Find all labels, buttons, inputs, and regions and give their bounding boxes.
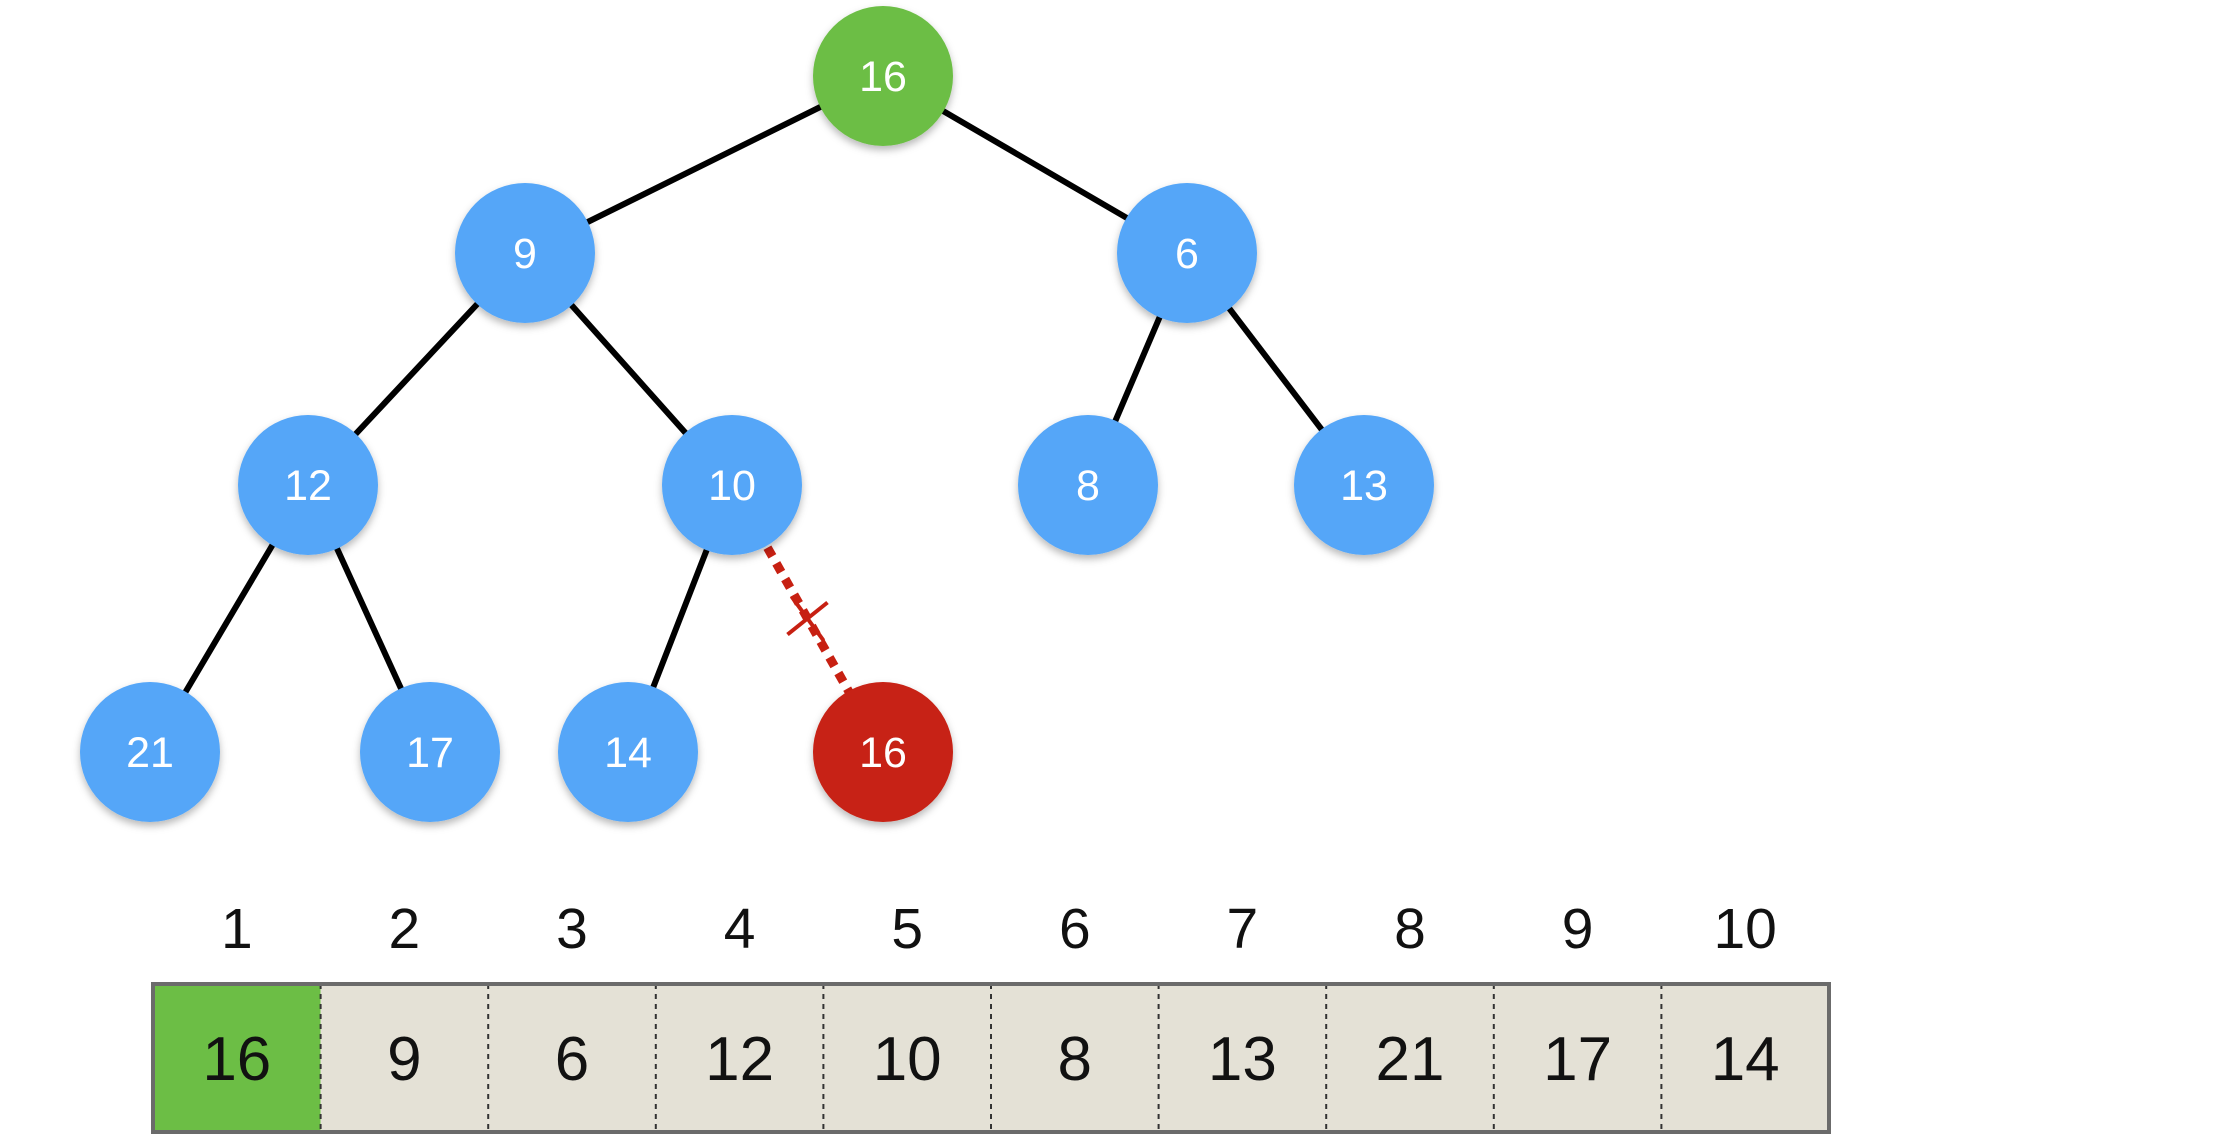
array-value: 13 xyxy=(1208,1025,1277,1094)
array-index: 3 xyxy=(556,897,588,961)
tree-node: 6 xyxy=(1117,183,1257,323)
array-index: 2 xyxy=(389,897,421,961)
array-index: 10 xyxy=(1713,897,1776,961)
node-label: 10 xyxy=(708,462,756,510)
array-index: 7 xyxy=(1227,897,1259,961)
node-label: 16 xyxy=(859,53,907,101)
tree-node: 13 xyxy=(1294,415,1434,555)
array-index: 4 xyxy=(724,897,756,961)
tree-node: 17 xyxy=(360,682,500,822)
tree-node: 14 xyxy=(558,682,698,822)
root-node: 16 xyxy=(813,6,953,146)
array-value: 17 xyxy=(1543,1025,1612,1094)
array-cell xyxy=(1661,984,1829,1132)
node-label: 13 xyxy=(1340,462,1388,510)
array-index: 1 xyxy=(221,897,253,961)
array-value: 10 xyxy=(873,1025,942,1094)
array-cell xyxy=(1326,984,1494,1132)
array-cell xyxy=(1493,984,1662,1132)
node-label: 14 xyxy=(604,729,652,777)
array-value: 21 xyxy=(1376,1025,1445,1094)
array-cell xyxy=(320,984,489,1132)
array-index: 8 xyxy=(1394,897,1426,961)
array-cell xyxy=(823,984,991,1132)
array-value: 14 xyxy=(1711,1025,1780,1094)
cross-mark-icon xyxy=(786,595,829,642)
array-cell xyxy=(991,984,1159,1132)
array-cell xyxy=(655,984,824,1132)
tree-node: 8 xyxy=(1018,415,1158,555)
array-value: 16 xyxy=(202,1025,271,1094)
node-label: 8 xyxy=(1076,462,1100,510)
edges-layer xyxy=(147,73,1367,755)
node-label: 17 xyxy=(406,729,454,777)
array-index: 6 xyxy=(1059,897,1091,961)
tree-node: 10 xyxy=(662,415,802,555)
array-value: 8 xyxy=(1058,1025,1092,1094)
array-cell xyxy=(488,984,656,1132)
array-cell xyxy=(1158,984,1327,1132)
tree-node: 12 xyxy=(238,415,378,555)
removed-node: 16 xyxy=(813,682,953,822)
array-value: 9 xyxy=(387,1025,421,1094)
array-value: 6 xyxy=(555,1025,589,1094)
tree-node: 21 xyxy=(80,682,220,822)
array-cell xyxy=(153,984,321,1132)
node-label: 12 xyxy=(284,462,332,510)
node-label: 9 xyxy=(513,230,537,278)
array-border xyxy=(151,982,1831,1134)
array-index: 5 xyxy=(891,897,923,961)
node-label: 21 xyxy=(126,729,174,777)
nodes-layer: 16 9 6 12 10 8 13 21 17 14 16 xyxy=(80,6,1434,822)
array-index: 9 xyxy=(1562,897,1594,961)
node-label: 6 xyxy=(1175,230,1199,278)
tree-node: 9 xyxy=(455,183,595,323)
array-value: 12 xyxy=(705,1025,774,1094)
node-label: 16 xyxy=(859,729,907,777)
